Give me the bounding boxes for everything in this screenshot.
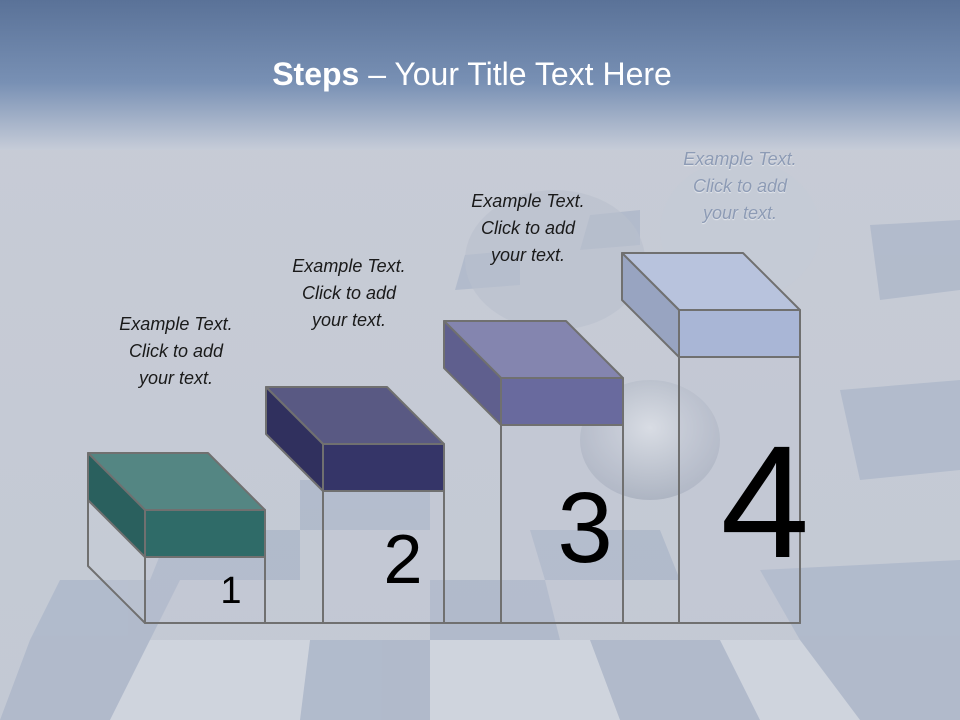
step-3-front [500, 377, 624, 426]
step-1-caption[interactable]: Example Text. Click to add your text. [86, 311, 266, 392]
caption-line: your text. [311, 310, 387, 330]
title-rest: – Your Title Text Here [359, 56, 672, 92]
step-3-number: 3 [557, 472, 613, 584]
caption-line: your text. [138, 368, 214, 388]
step-2-front [322, 443, 445, 492]
caption-line: Example Text. [683, 149, 797, 169]
caption-line: Click to add [480, 218, 576, 238]
caption-line: your text. [702, 203, 778, 223]
title-bold: Steps [272, 56, 360, 92]
caption-line: Example Text. [292, 256, 406, 276]
caption-line: Example Text. [471, 191, 585, 211]
caption-line: your text. [490, 245, 566, 265]
caption-line: Click to add [301, 283, 397, 303]
step-4-number: 4 [720, 412, 810, 591]
step-4-caption[interactable]: Example Text. Click to add your text. [650, 146, 830, 227]
caption-line: Click to add [128, 341, 224, 361]
caption-line: Example Text. [119, 314, 233, 334]
page-title: Steps – Your Title Text Here [0, 52, 944, 96]
step-4-front [678, 309, 801, 358]
step-3-caption[interactable]: Example Text. Click to add your text. [438, 188, 618, 269]
caption-line: Click to add [692, 176, 788, 196]
step-2-number: 2 [383, 520, 423, 598]
step-1-number: 1 [220, 570, 242, 612]
step-1-front [144, 509, 266, 558]
step-2-caption[interactable]: Example Text. Click to add your text. [259, 253, 439, 334]
